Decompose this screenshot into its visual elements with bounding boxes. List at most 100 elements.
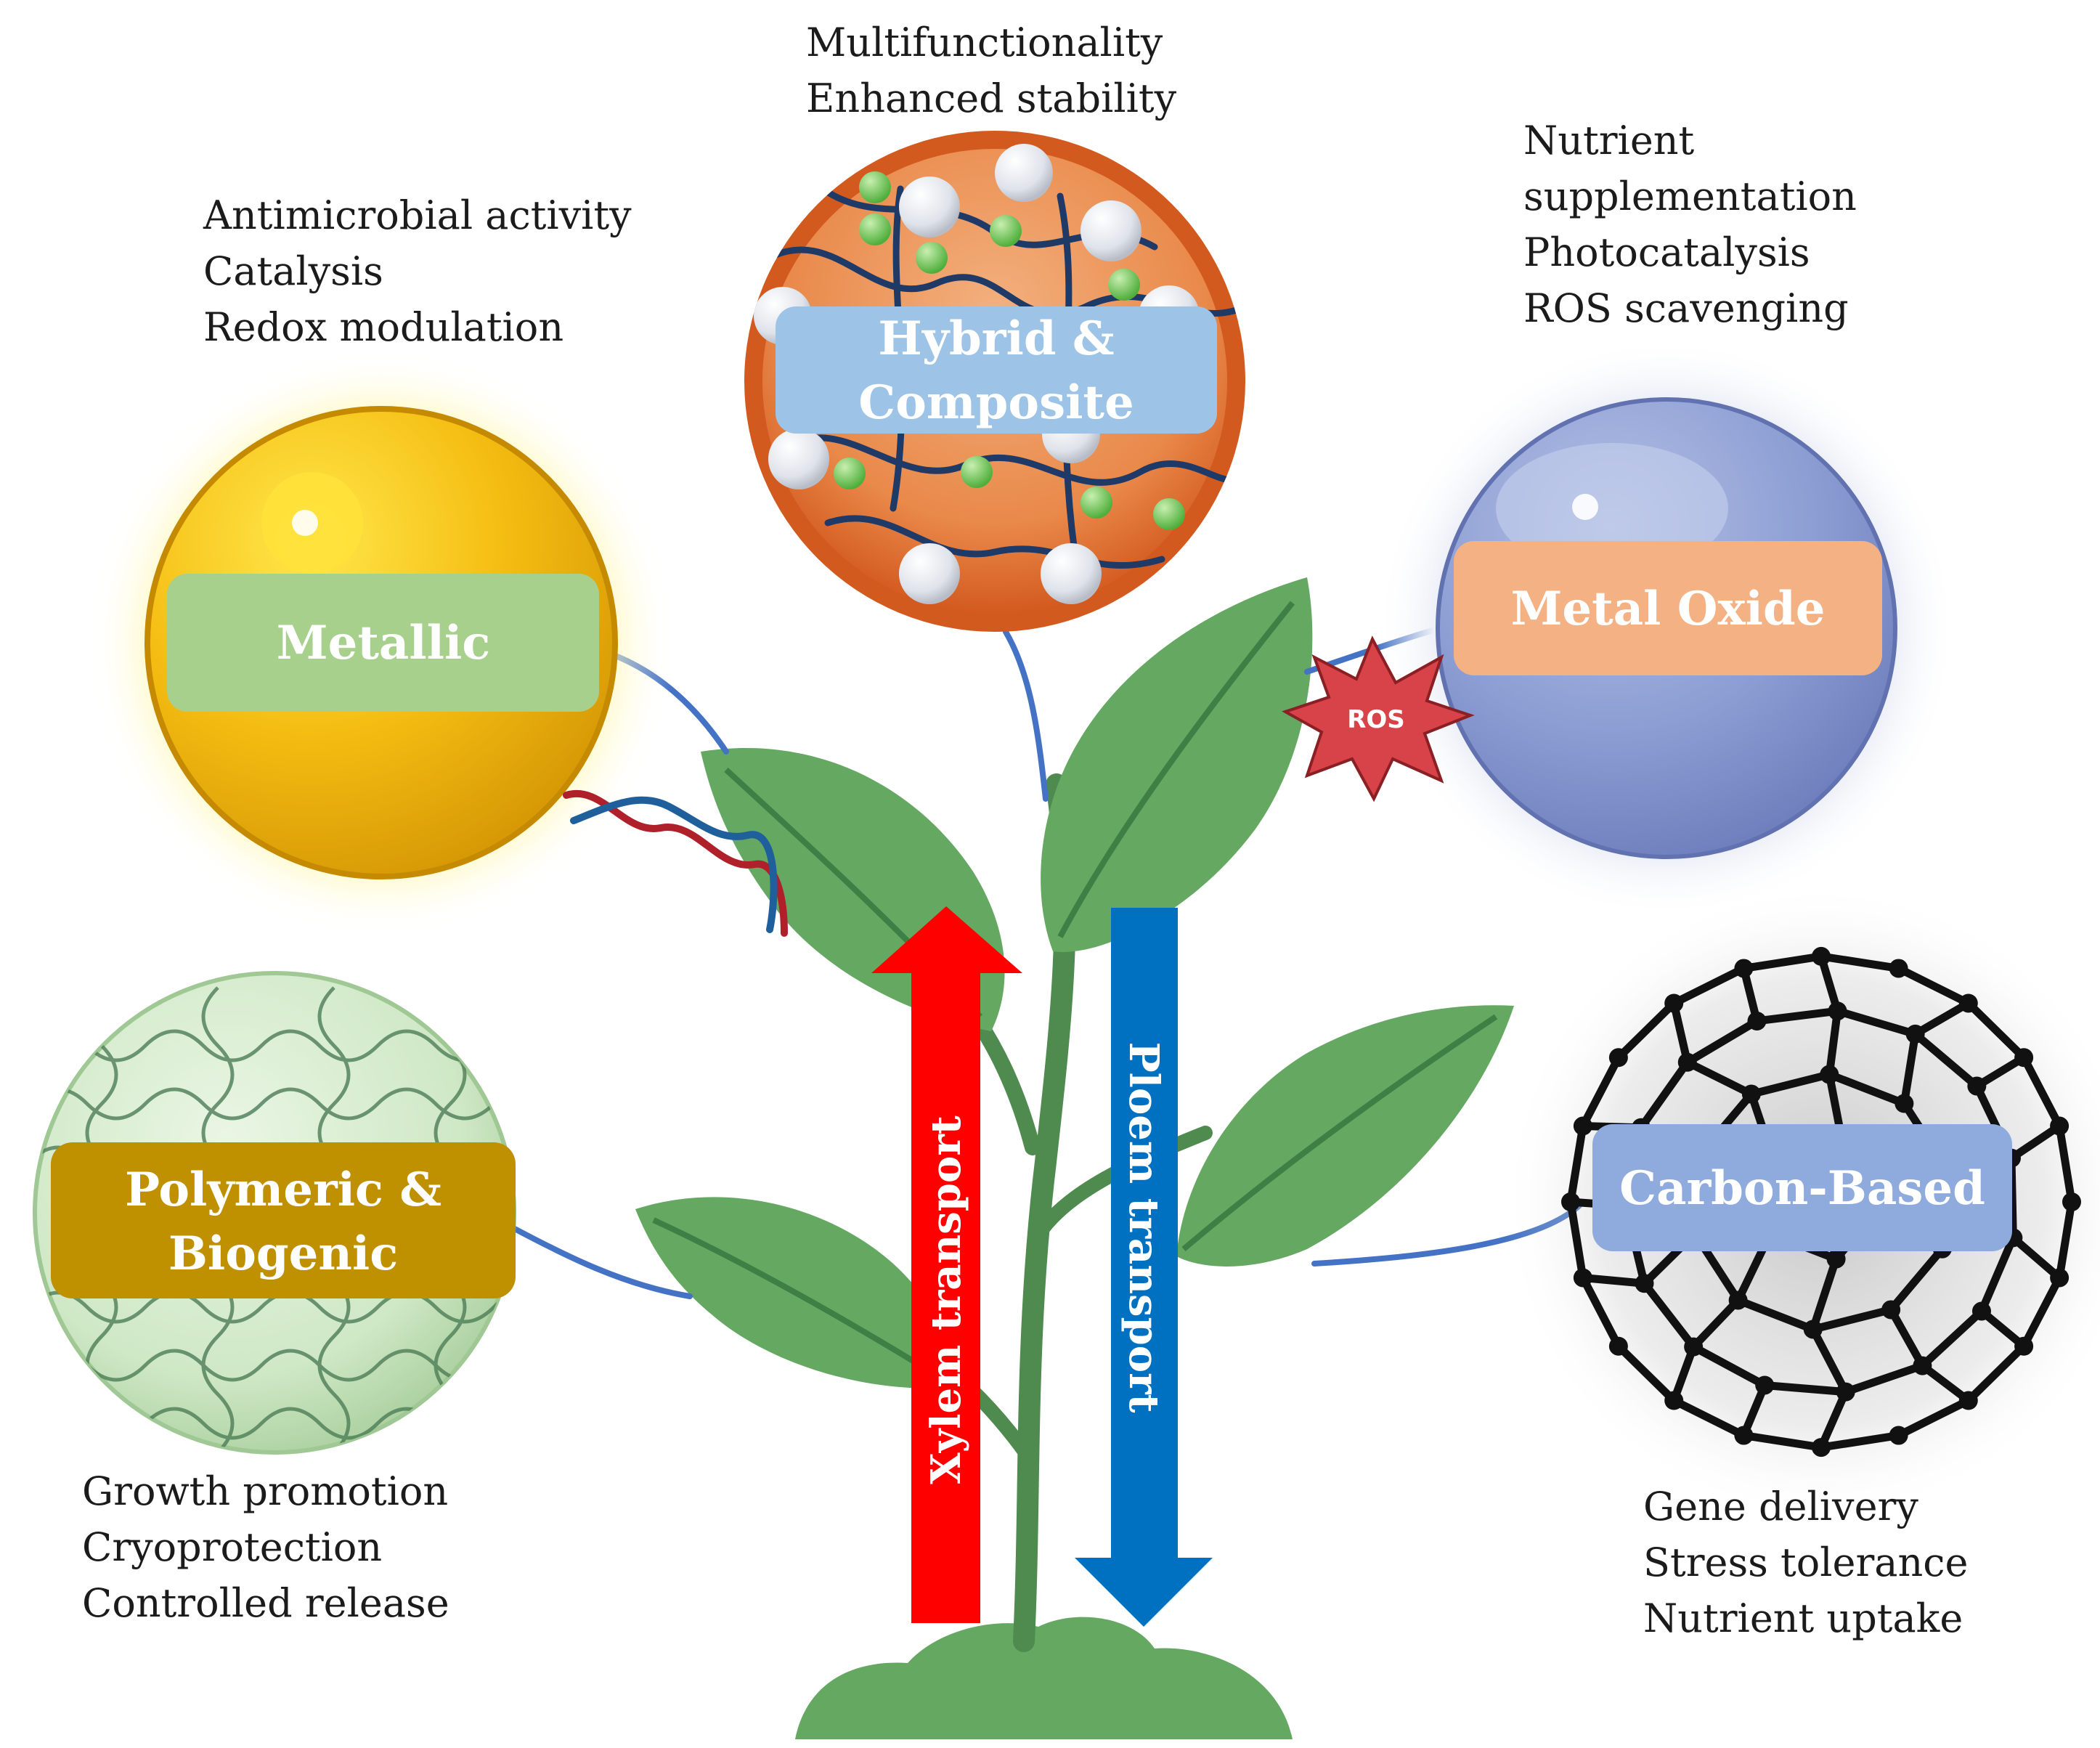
- hybrid-label-box: [776, 306, 1217, 434]
- fullerene-bond: [1913, 1030, 1979, 1089]
- fullerene-bond: [1743, 952, 1822, 972]
- fullerene-bond: [1670, 1345, 1698, 1402]
- fullerene-bond: [1579, 1055, 1622, 1129]
- metallic-label-box: [167, 574, 599, 712]
- fullerene-atom: [1812, 1438, 1831, 1458]
- function-item: Catalysis: [203, 248, 383, 294]
- fullerene-bond: [2009, 1122, 2062, 1162]
- fullerene-atom: [1889, 1426, 1908, 1445]
- fullerene-atom: [1826, 1249, 1846, 1269]
- fullerene-atom: [1803, 1320, 1823, 1339]
- fullerene-bond: [1582, 1274, 1645, 1288]
- fullerene-bond: [1690, 1297, 1741, 1350]
- fullerene-bond: [1965, 1000, 2027, 1061]
- fullerene-atom: [1905, 1024, 1925, 1044]
- function-item: supplementation: [1523, 174, 1857, 219]
- fullerene-bond: [2020, 1275, 2063, 1349]
- fullerene-atom: [1741, 1084, 1761, 1104]
- fullerene-bond: [1820, 952, 1900, 972]
- fullerene-atom: [2014, 1336, 2034, 1356]
- xylem-label: Xylem transport: [922, 1115, 970, 1484]
- function-item: Multifunctionality: [806, 20, 1163, 65]
- metal-oxide-label-box: [1454, 541, 1882, 675]
- fullerene-bond: [1637, 1060, 1691, 1130]
- soil-mound: [795, 1617, 1293, 1739]
- fullerene-bond: [1579, 1275, 1622, 1349]
- xylem-arrow: Xylem transport: [871, 906, 1022, 1623]
- fullerene-bond: [1685, 1017, 1759, 1066]
- fullerene-bond: [1743, 1431, 1822, 1452]
- connector-polymeric: [509, 1224, 693, 1299]
- leaf-middle-right: [1176, 1005, 1514, 1267]
- fullerene-bond: [1736, 1296, 1815, 1333]
- polymeric-functions: Growth promotion Cryoprotection Controll…: [82, 1468, 449, 1626]
- fullerene-atom: [1836, 1382, 1855, 1402]
- fullerene-bond: [1828, 1070, 1906, 1107]
- fullerene-bond: [1566, 1125, 1587, 1203]
- dna-helix-icon: [563, 790, 788, 937]
- fullerene-bond: [1685, 1058, 1754, 1098]
- connector-hybrid: [1003, 629, 1049, 802]
- function-item: Cryoprotection: [82, 1524, 382, 1570]
- fullerene-bond: [1691, 1343, 1767, 1389]
- polymeric-label-line2: Biogenic: [168, 1227, 398, 1281]
- polymeric-label-box: [51, 1142, 516, 1298]
- fullerene-atom: [1664, 1391, 1684, 1410]
- fullerene-bond: [1756, 1007, 1839, 1025]
- fullerene-bond: [1809, 1327, 1849, 1394]
- fullerene-bond: [1672, 1397, 1746, 1439]
- hybrid-functions: Multifunctionality Enhanced stability: [806, 20, 1177, 121]
- metal-oxide-nanoparticle: Metal Oxide: [1376, 338, 1957, 919]
- metal-oxide-label: Metal Oxide: [1511, 582, 1826, 636]
- fullerene-atom: [1895, 1094, 1914, 1113]
- fullerene-atom: [1608, 1048, 1628, 1068]
- carbon-nanoparticle: Carbon-Based: [1502, 882, 2100, 1521]
- fullerene-atom: [1728, 1290, 1748, 1310]
- function-item: Nutrient uptake: [1643, 1595, 1963, 1641]
- fullerene-atom: [1881, 1300, 1901, 1320]
- fullerene-bond: [1913, 999, 1971, 1038]
- fullerene-bond: [1919, 1308, 1985, 1369]
- function-item: Growth promotion: [82, 1468, 448, 1514]
- fullerene-bond: [2010, 1235, 2062, 1281]
- fullerene-bond: [1616, 1000, 1677, 1061]
- hybrid-nanoparticle: Hybrid & Composite: [744, 131, 1245, 632]
- fullerene-atom: [1677, 1052, 1697, 1072]
- polymeric-label-line1: Polymeric &: [125, 1163, 441, 1217]
- ros-badge: ROS: [1282, 635, 1475, 802]
- fullerene-atom: [1889, 959, 1908, 978]
- carbon-functions: Gene delivery Stress tolerance Nutrient …: [1643, 1484, 1968, 1641]
- fullerene-bond: [1887, 1307, 1926, 1368]
- carbon-label: Carbon-Based: [1619, 1161, 1985, 1216]
- phloem-label: Ploem transport: [1120, 1042, 1168, 1413]
- fullerene-atom: [1958, 993, 1978, 1013]
- fullerene-bond: [1566, 1201, 1587, 1279]
- fullerene-bond: [1977, 1236, 2017, 1313]
- fullerene-bond: [1844, 1362, 1924, 1396]
- fullerene-bond: [1669, 1002, 1692, 1063]
- metal-oxide-functions: Nutrient supplementation Photocatalysis …: [1523, 118, 1857, 331]
- fullerene-bond: [1812, 1306, 1892, 1333]
- fullerene-bond: [2020, 1055, 2063, 1129]
- ros-starburst-icon: [1282, 635, 1475, 802]
- fullerene-atom: [1635, 1274, 1654, 1293]
- fullerene-bond: [1641, 1280, 1697, 1350]
- function-item: Redox modulation: [203, 304, 563, 350]
- fullerene-atom: [1971, 1301, 1991, 1321]
- function-item: Photocatalysis: [1523, 229, 1810, 275]
- polymeric-nanoparticle: Polymeric & Biogenic: [33, 971, 516, 1455]
- fullerene-bond: [1825, 1010, 1841, 1076]
- fullerene-bond: [1836, 1007, 1917, 1038]
- hybrid-label-line2: Composite: [858, 375, 1134, 430]
- branch-right: [1031, 1126, 1213, 1242]
- ros-label: ROS: [1347, 705, 1405, 734]
- fullerene-atom: [2062, 1192, 2081, 1211]
- fullerene-atom: [1561, 1192, 1580, 1211]
- fullerene-atom: [1608, 1336, 1628, 1356]
- fullerene-atom: [1913, 1356, 1932, 1375]
- metallic-label: Metallic: [277, 616, 491, 670]
- fullerene-atom: [2050, 1116, 2070, 1136]
- function-item: Antimicrobial activity: [203, 192, 632, 238]
